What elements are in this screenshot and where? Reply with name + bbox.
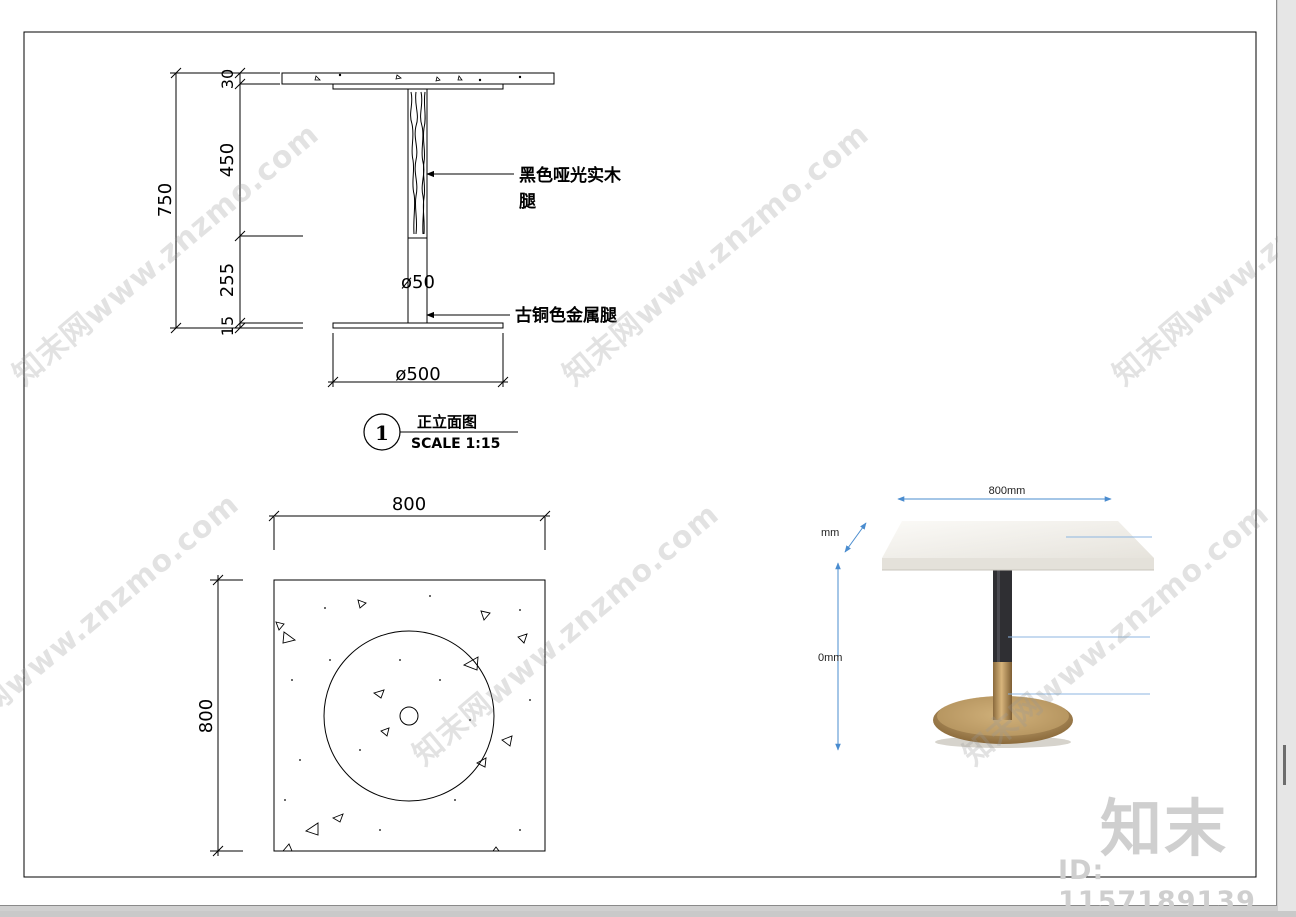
plan-tabletop xyxy=(273,579,546,852)
photo-height-label: 0mm xyxy=(818,652,842,664)
elevation-base xyxy=(332,322,504,329)
photo-width-label: 800mm xyxy=(989,485,1026,497)
scrollbar-thumb[interactable] xyxy=(1283,745,1286,785)
label-wood-leg-line2: 腿 xyxy=(519,192,536,212)
dim-leg-diameter: ø50 xyxy=(401,272,435,293)
view-number: 1 xyxy=(375,421,389,445)
plan-dim-width: 800 xyxy=(392,494,426,515)
photo-tabletop-top xyxy=(882,521,1154,558)
vertical-scrollbar[interactable] xyxy=(1278,0,1296,911)
dim-base-thickness: 15 xyxy=(218,316,237,336)
photo-tabletop-edge xyxy=(882,558,1154,570)
front-elevation xyxy=(170,67,555,451)
brand-watermark: 知末 xyxy=(1100,792,1229,865)
wood-grain xyxy=(410,91,426,235)
photo-depth-label: mm xyxy=(821,527,839,539)
plan-texture xyxy=(275,599,528,852)
plan-texture-dots xyxy=(284,595,531,831)
dim-total-height: 750 xyxy=(155,183,176,217)
dim-wood-leg-height: 450 xyxy=(217,143,238,177)
elevation-tabletop xyxy=(281,72,555,85)
photo-brass-leg xyxy=(993,660,1012,720)
photo-dark-leg xyxy=(993,570,1012,662)
dim-metal-leg-height: 255 xyxy=(217,263,238,297)
label-wood-leg-line1: 黑色哑光实木 xyxy=(519,165,622,186)
view-title: 正立面图 xyxy=(417,413,477,431)
photo-depth-dim xyxy=(844,522,867,553)
plan-view xyxy=(210,510,551,857)
drawing-frame xyxy=(23,31,1257,878)
plan-base-circle xyxy=(323,630,495,802)
dim-base-diameter: ø500 xyxy=(395,364,440,385)
dim-top-thickness: 30 xyxy=(218,69,237,89)
id-watermark: ID: 1157189139 xyxy=(1058,855,1256,917)
label-metal-leg: 古铜色金属腿 xyxy=(515,305,617,326)
plan-dim-depth: 800 xyxy=(196,699,217,733)
product-photo xyxy=(835,496,1154,751)
plan-leg-circle xyxy=(399,706,419,726)
elevation-underplate xyxy=(332,83,504,90)
view-scale: SCALE 1:15 xyxy=(411,436,500,452)
tabletop-texture xyxy=(314,73,522,82)
drawing-canvas: 750 30 450 255 15 ø50 ø500 黑色哑光实木 腿 古铜色金… xyxy=(23,31,1257,878)
